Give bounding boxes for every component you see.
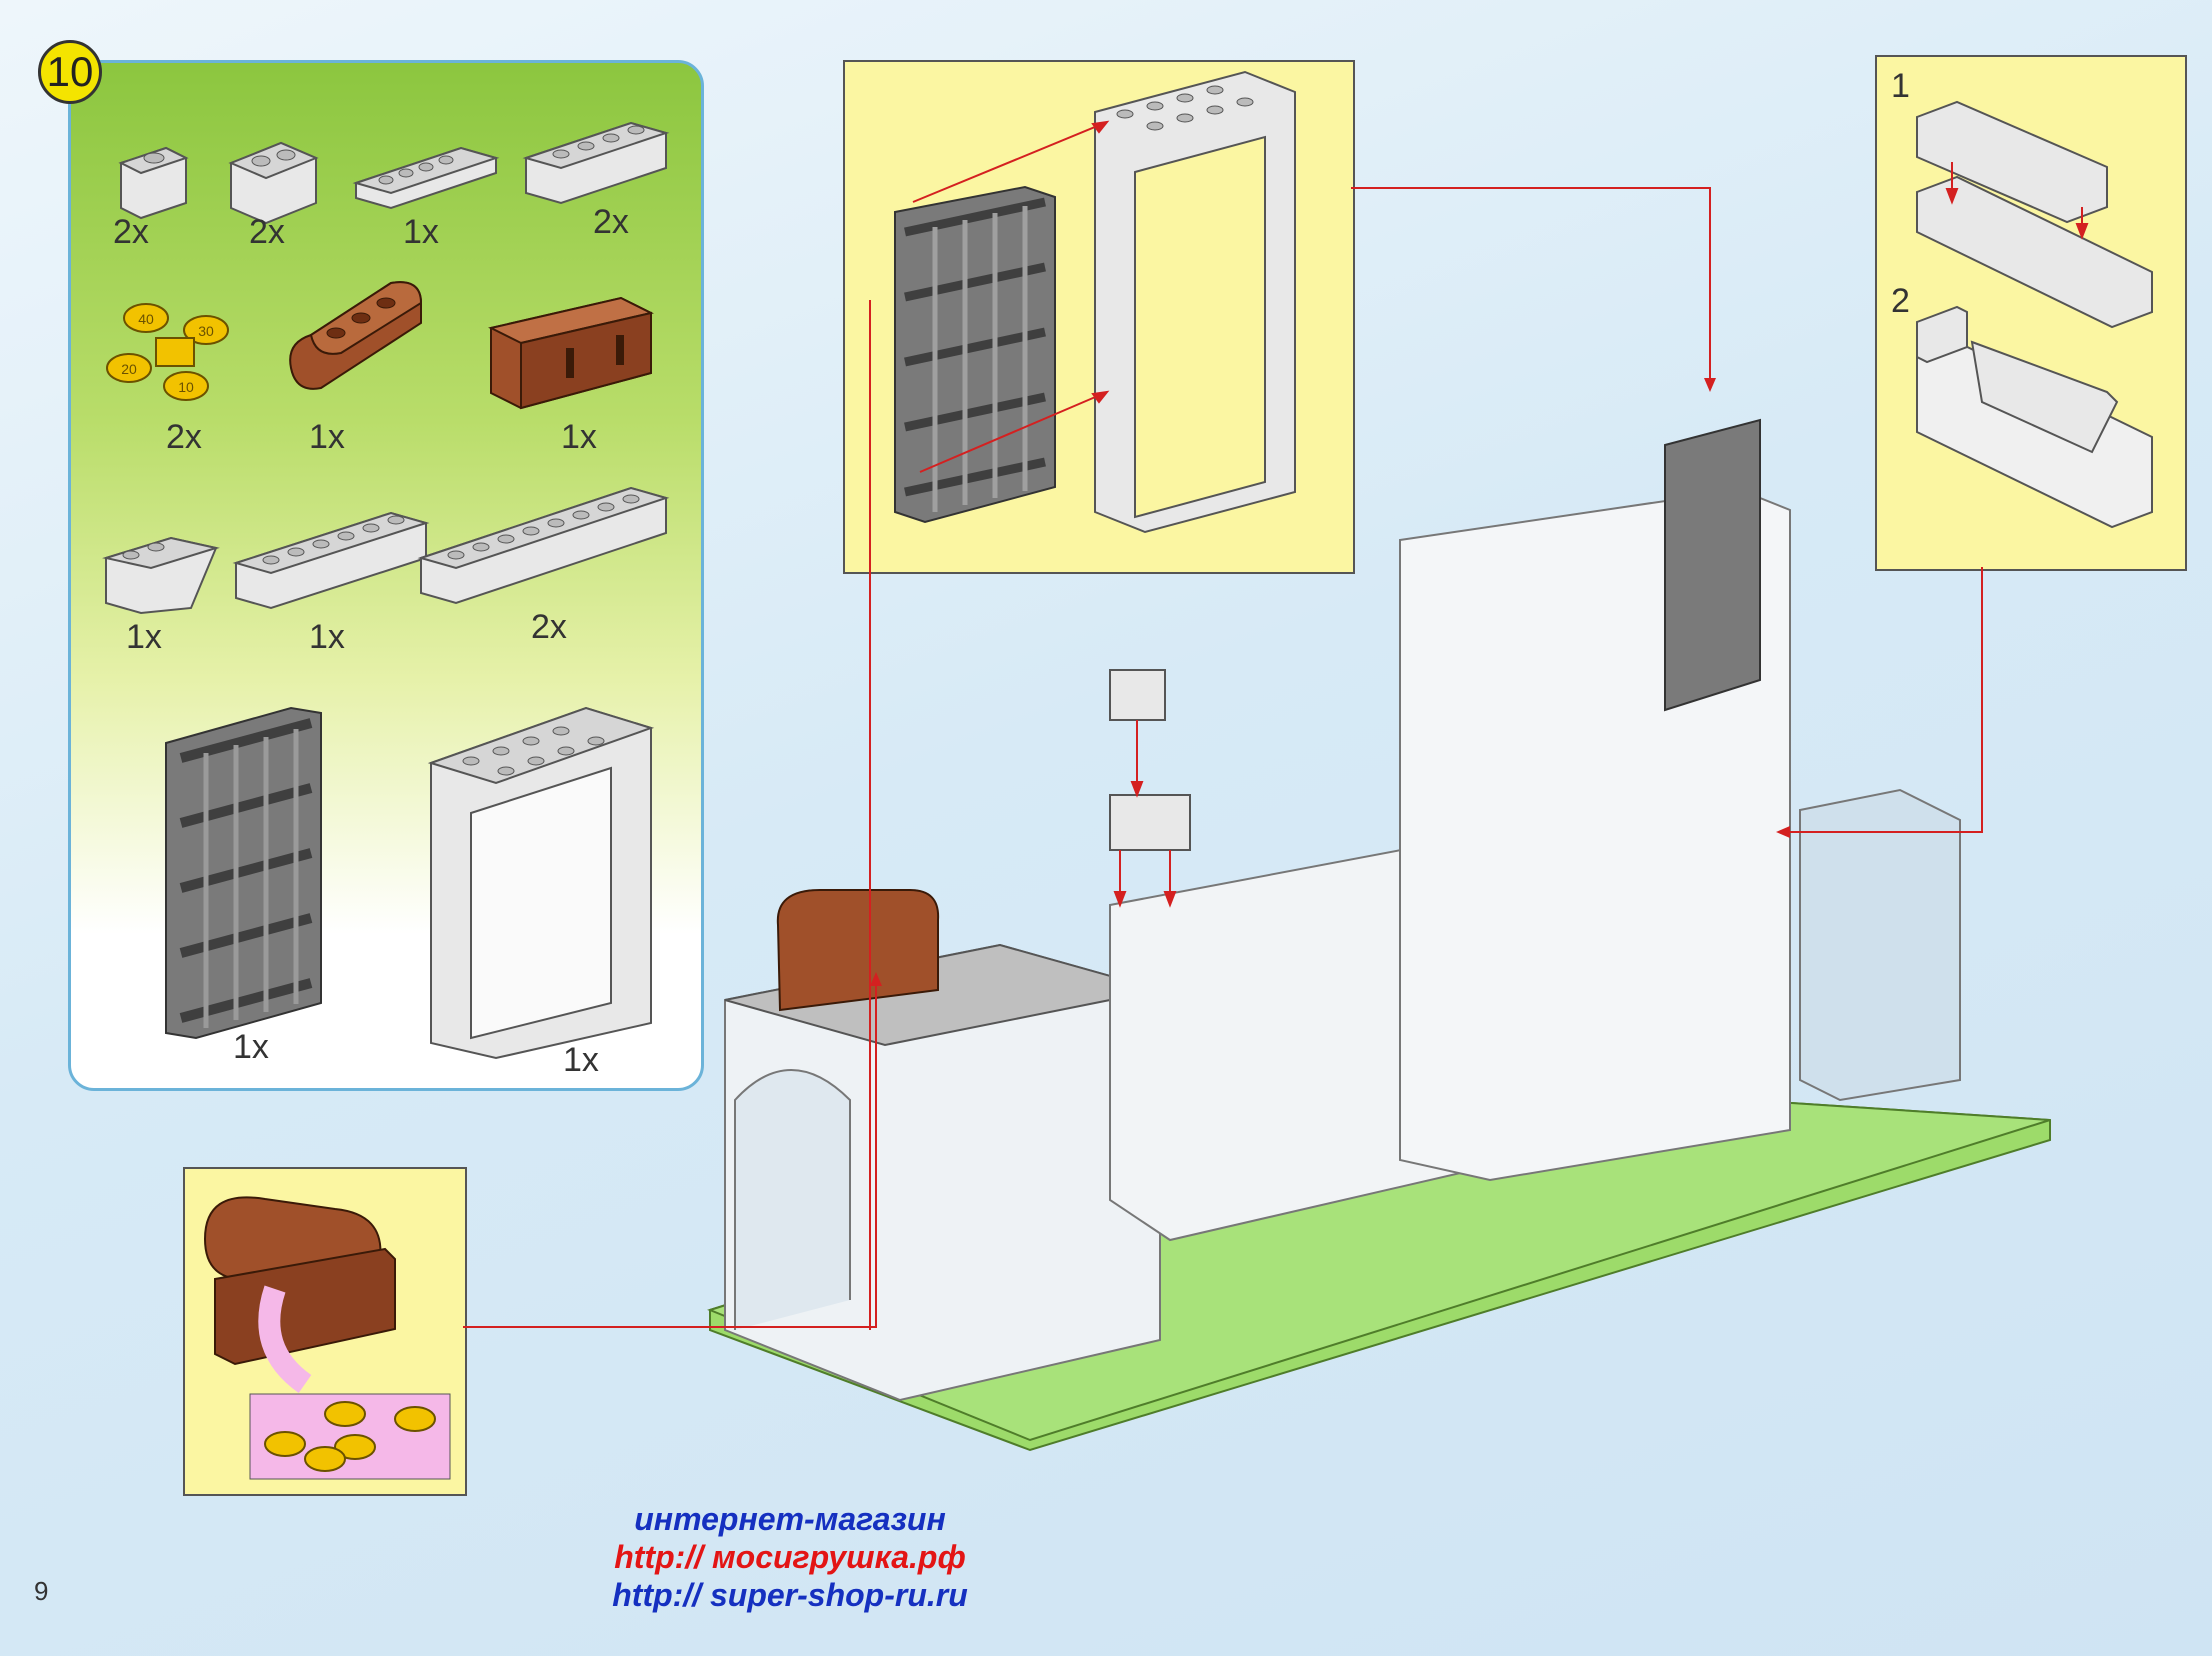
part-qty: 1x: [561, 418, 597, 456]
page-number: 9: [34, 1576, 49, 1606]
barred-door-icon: [165, 706, 322, 1040]
falling-brick: [1109, 669, 1166, 721]
door-assembly-inset: [843, 60, 1355, 574]
castle-model-illustration: [707, 300, 2051, 1452]
part-qty: 1x: [563, 1041, 599, 1079]
part-qty: 1x: [309, 418, 345, 456]
step-number-badge: 10: [38, 40, 102, 104]
watermark-line: http:// super-shop-ru.ru: [612, 1577, 968, 1613]
part-qty: 2x: [593, 203, 629, 241]
part-qty: 1x: [309, 618, 345, 656]
substep-label: 2: [1891, 282, 1910, 320]
part-qty: 1x: [126, 618, 162, 656]
wall-assembly-illustration: [1916, 100, 2153, 529]
substep-label: 1: [1891, 67, 1910, 105]
gold-coins-icon: 40 30 20 10: [106, 303, 229, 401]
brick-1x1-icon: [118, 146, 189, 220]
brick-1x2-icon: [228, 141, 319, 225]
chest-lid-icon: [289, 281, 423, 390]
coin-value: 40: [138, 311, 154, 327]
brick-1x8-icon: [417, 486, 670, 605]
door-frame-icon: [427, 706, 655, 1060]
chest-base-icon: [488, 296, 654, 410]
part-qty: 2x: [531, 608, 567, 646]
treasure-chest: [776, 889, 940, 1012]
watermark-line: http:// мосигрушка.рф: [614, 1539, 966, 1575]
door-frame-assembly-illustration: [894, 70, 1296, 534]
assembly-arrows: [869, 300, 1177, 1330]
open-chest-illustration: [203, 1196, 451, 1480]
coin-value: 10: [178, 379, 194, 395]
brick-1x6-icon: [232, 511, 430, 610]
part-qty: 2x: [113, 213, 149, 251]
coin-value: 20: [121, 361, 137, 377]
slope-brick-icon: [102, 536, 220, 615]
plate-1x6-icon: [352, 146, 500, 210]
parts-list-panel: 2x 2x 1x 2x 40 30 20 10 2x: [68, 60, 704, 1091]
wall-assembly-inset: 1 2: [1875, 55, 2187, 571]
part-qty: 1x: [233, 1028, 269, 1066]
part-qty: 2x: [249, 213, 285, 251]
chest-coins-inset: [183, 1167, 467, 1496]
tower-barred-door: [1664, 418, 1761, 712]
watermark: интернет-магазин http:// мосигрушка.рф h…: [560, 1500, 1020, 1614]
part-qty: 2x: [166, 418, 202, 456]
brick-1x4-icon: [522, 121, 670, 205]
watermark-line: интернет-магазин: [634, 1501, 946, 1537]
part-qty: 1x: [403, 213, 439, 251]
falling-brick: [1109, 794, 1191, 851]
coin-value: 30: [198, 323, 214, 339]
